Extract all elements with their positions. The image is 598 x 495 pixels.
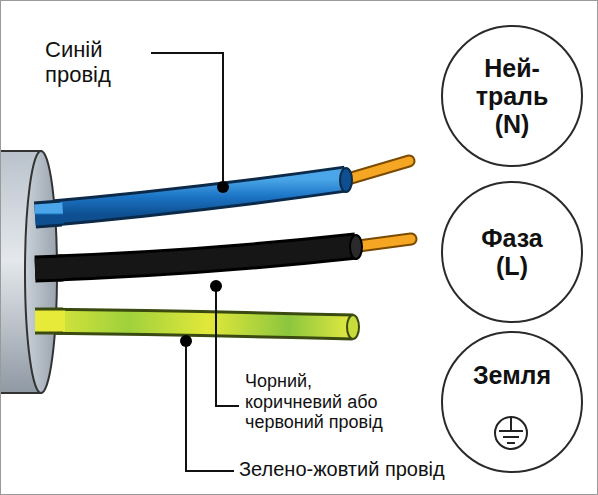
ground-symbol <box>495 417 527 449</box>
terminal-circle: Земля <box>441 331 583 473</box>
terminal-name: Земля <box>452 361 572 389</box>
terminal-name: Фаза (L) <box>462 224 562 280</box>
terminal-circle: Фаза (L) <box>441 181 583 323</box>
leader-dots <box>180 181 229 347</box>
wire-stubs <box>35 213 65 321</box>
leader-lines <box>151 53 239 471</box>
terminal-circle: Ней- траль (N) <box>441 25 583 167</box>
wire-label: Чорний, коричневий або червоний провід <box>245 371 410 433</box>
wire-label: Синій провід <box>45 37 151 88</box>
wire-label: Зелено-жовтий провід <box>239 458 445 481</box>
terminal-name: Ней- траль (N) <box>462 54 562 138</box>
wires <box>31 168 362 339</box>
